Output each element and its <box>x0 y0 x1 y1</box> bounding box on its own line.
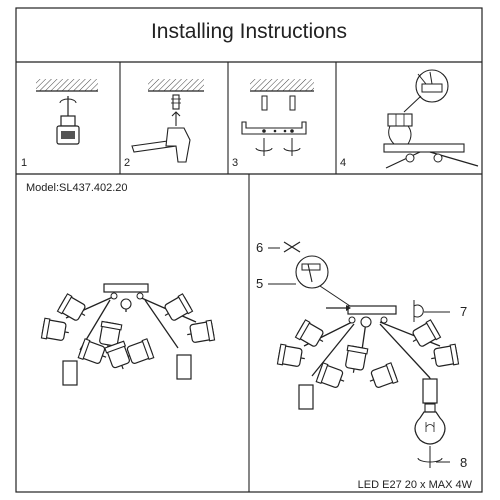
step-number: 3 <box>232 157 238 169</box>
step-number: 4 <box>340 157 346 169</box>
mounting-bracket <box>241 121 307 135</box>
wall-plug-icon <box>171 94 181 126</box>
terminal-block <box>387 113 413 145</box>
spotlight-head <box>315 362 349 392</box>
drill-icon <box>56 96 80 145</box>
bulb-spec: LED E27 20 x MAX 4W <box>358 479 473 491</box>
page-title: Installing Instructions <box>151 20 347 43</box>
callout-number: 5 <box>256 276 263 291</box>
callout-number: 7 <box>460 304 467 319</box>
hammer-icon <box>131 127 191 163</box>
callout-number: 8 <box>460 455 467 470</box>
spotlight-head <box>62 360 78 386</box>
screw-detail-magnifier <box>295 255 351 307</box>
spotlight-head <box>298 384 314 410</box>
spotlight-head <box>365 362 399 392</box>
step-2-panel: 2 <box>124 79 204 169</box>
spotlight-head <box>159 293 194 325</box>
led-bulb-icon <box>414 403 446 468</box>
rotate-icon <box>413 300 424 322</box>
spotlight-head <box>294 319 329 351</box>
canopy <box>103 283 149 293</box>
model-label: Model:SL437.402.20 <box>26 182 128 194</box>
step-3-panel: 3 <box>232 79 314 169</box>
step-4-panel: 4 <box>340 69 479 169</box>
spotlight-head <box>40 317 72 344</box>
spotlight-head <box>342 344 369 376</box>
fixture-overview <box>40 283 216 386</box>
screwdriver-rotate-icon <box>255 138 301 156</box>
step-1-panel: 1 <box>21 79 98 169</box>
spotlight-head <box>428 343 460 370</box>
canopy-plate <box>383 143 479 169</box>
spotlight-head <box>184 319 216 346</box>
screwdriver-prohibited-icon <box>283 241 301 253</box>
screw-icon <box>261 95 296 111</box>
spotlight-head <box>104 340 134 374</box>
spotlight-head <box>176 354 192 380</box>
direction-arrow <box>326 305 351 311</box>
step-number: 2 <box>124 157 130 169</box>
step-number: 1 <box>21 157 27 169</box>
spotlight-head <box>276 343 308 370</box>
fixture-detail: 6 5 7 8 <box>256 240 467 470</box>
canopy <box>347 305 397 315</box>
callout-number: 6 <box>256 240 263 255</box>
spotlight-head <box>422 378 438 404</box>
